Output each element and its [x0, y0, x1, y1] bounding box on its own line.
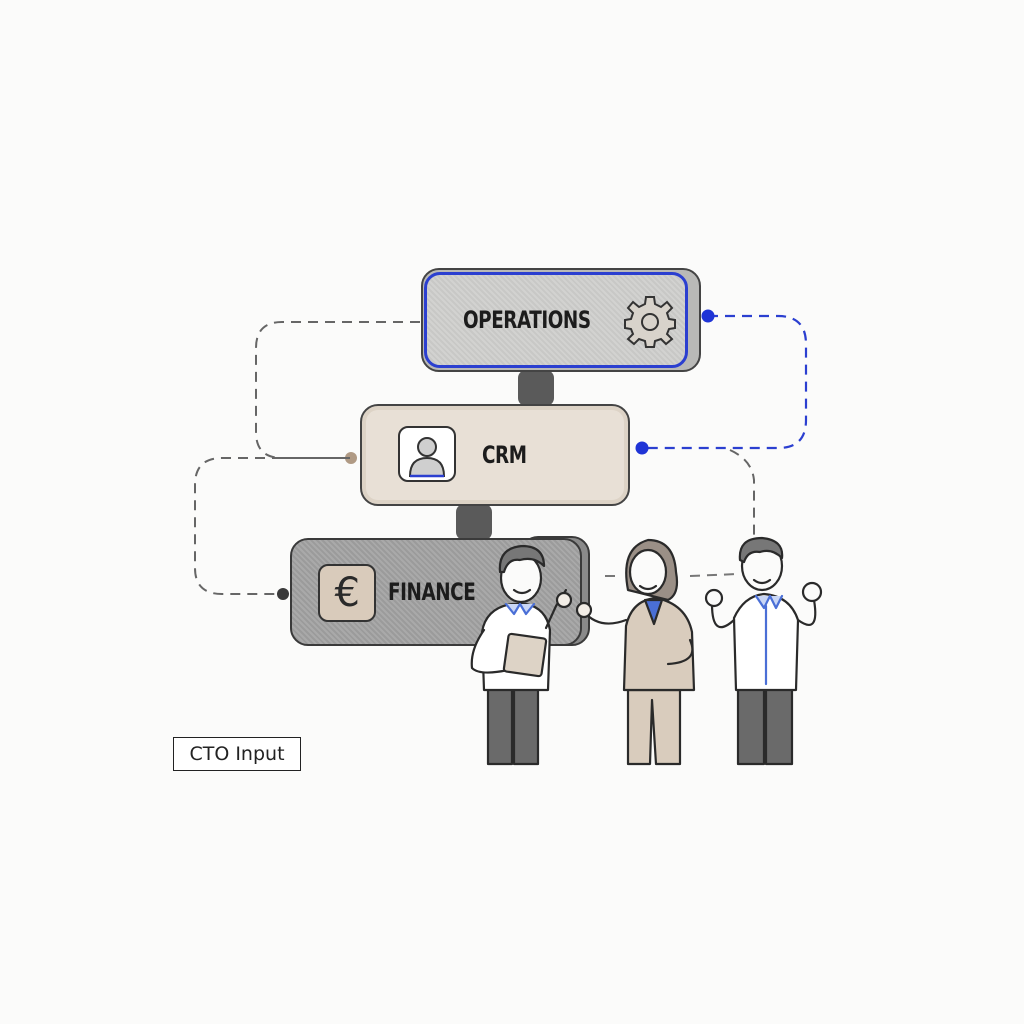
user-profile-icon [398, 426, 456, 482]
connector-operations-crm-right [642, 314, 808, 450]
gear-icon [624, 296, 676, 348]
crm-label: CRM [482, 441, 527, 469]
stack-neck-crm-fin [456, 504, 492, 540]
finance-label: FINANCE [388, 578, 476, 606]
euro-icon: € [318, 564, 376, 622]
cto-input-text: CTO Input [189, 743, 285, 765]
cto-input-label: CTO Input [173, 737, 301, 771]
connector-crm-finance-left [194, 457, 350, 595]
connector-dot-crm-right [635, 441, 649, 455]
connector-operations-crm-left [255, 321, 420, 459]
connector-crm-team [729, 449, 755, 540]
operations-node[interactable]: OPERATIONS [424, 272, 688, 368]
stack-neck-ops-crm [518, 370, 554, 406]
finance-node[interactable]: € FINANCE [290, 538, 582, 646]
connector-dot-crm-left [345, 452, 357, 464]
crm-node[interactable]: CRM [360, 404, 630, 506]
operations-label: OPERATIONS [463, 306, 591, 334]
connector-dot-finance-left [277, 588, 289, 600]
connector-team-link [605, 573, 739, 577]
connector-dot-operations-right [701, 309, 715, 323]
